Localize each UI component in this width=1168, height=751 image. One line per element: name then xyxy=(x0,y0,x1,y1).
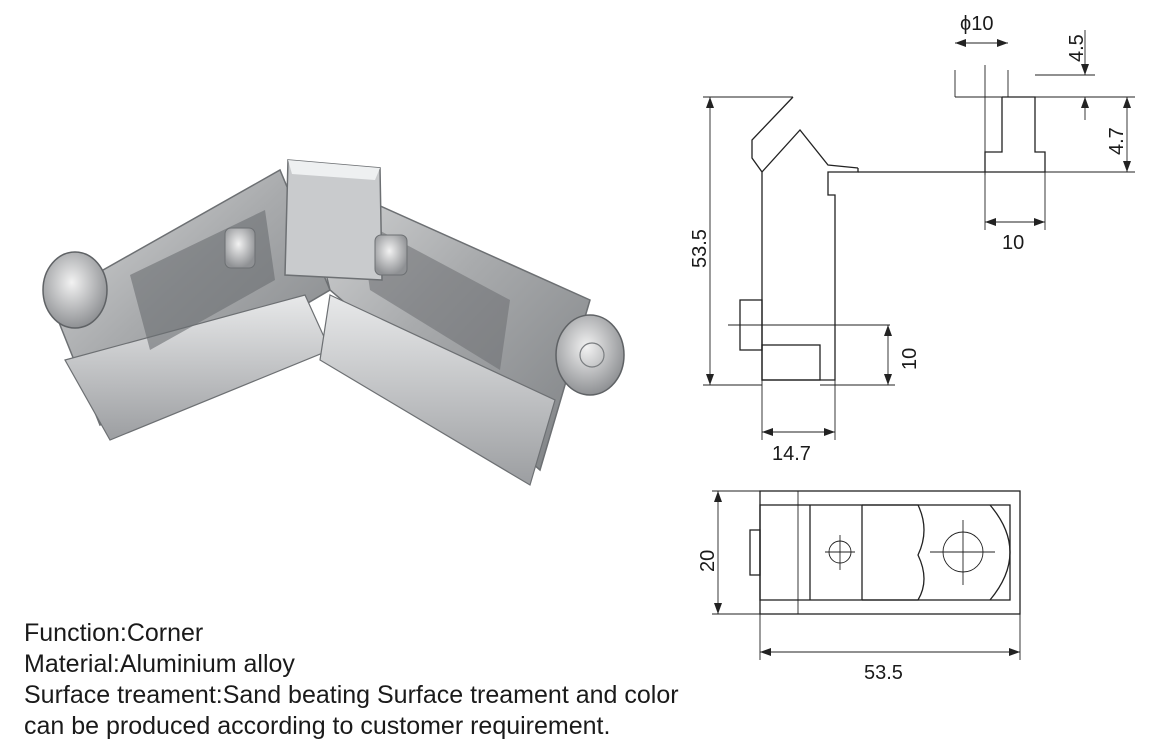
dimension-lines xyxy=(703,30,1135,440)
dim-4-7: 4.7 xyxy=(1106,127,1128,155)
spec-surface-line1: Surface treament:Sand beating Surface tr… xyxy=(24,681,679,709)
dim-4-5: 4.5 xyxy=(1066,34,1088,62)
plan-view-dimensions xyxy=(712,490,1021,660)
spec-list: Function:Corner Material:Aluminium alloy… xyxy=(24,618,679,742)
side-view-outline xyxy=(728,65,1046,381)
spec-material: Material:Aluminium alloy xyxy=(24,650,295,678)
spec-surface-line2: can be produced according to customer re… xyxy=(24,712,611,740)
dim-53-5-bottom: 53.5 xyxy=(864,662,903,684)
spec-function: Function:Corner xyxy=(24,619,204,647)
plan-view-outline xyxy=(749,490,1021,615)
dim-10-horizontal: 10 xyxy=(1002,232,1024,254)
dim-20: 20 xyxy=(697,550,719,572)
dim-phi10: ϕ10 xyxy=(960,13,993,35)
dim-53-5-vertical: 53.5 xyxy=(689,229,711,268)
dim-14-7: 14.7 xyxy=(772,443,811,465)
aluminium-corner-connector-icon xyxy=(42,159,625,486)
dim-10-vertical: 10 xyxy=(899,348,921,370)
